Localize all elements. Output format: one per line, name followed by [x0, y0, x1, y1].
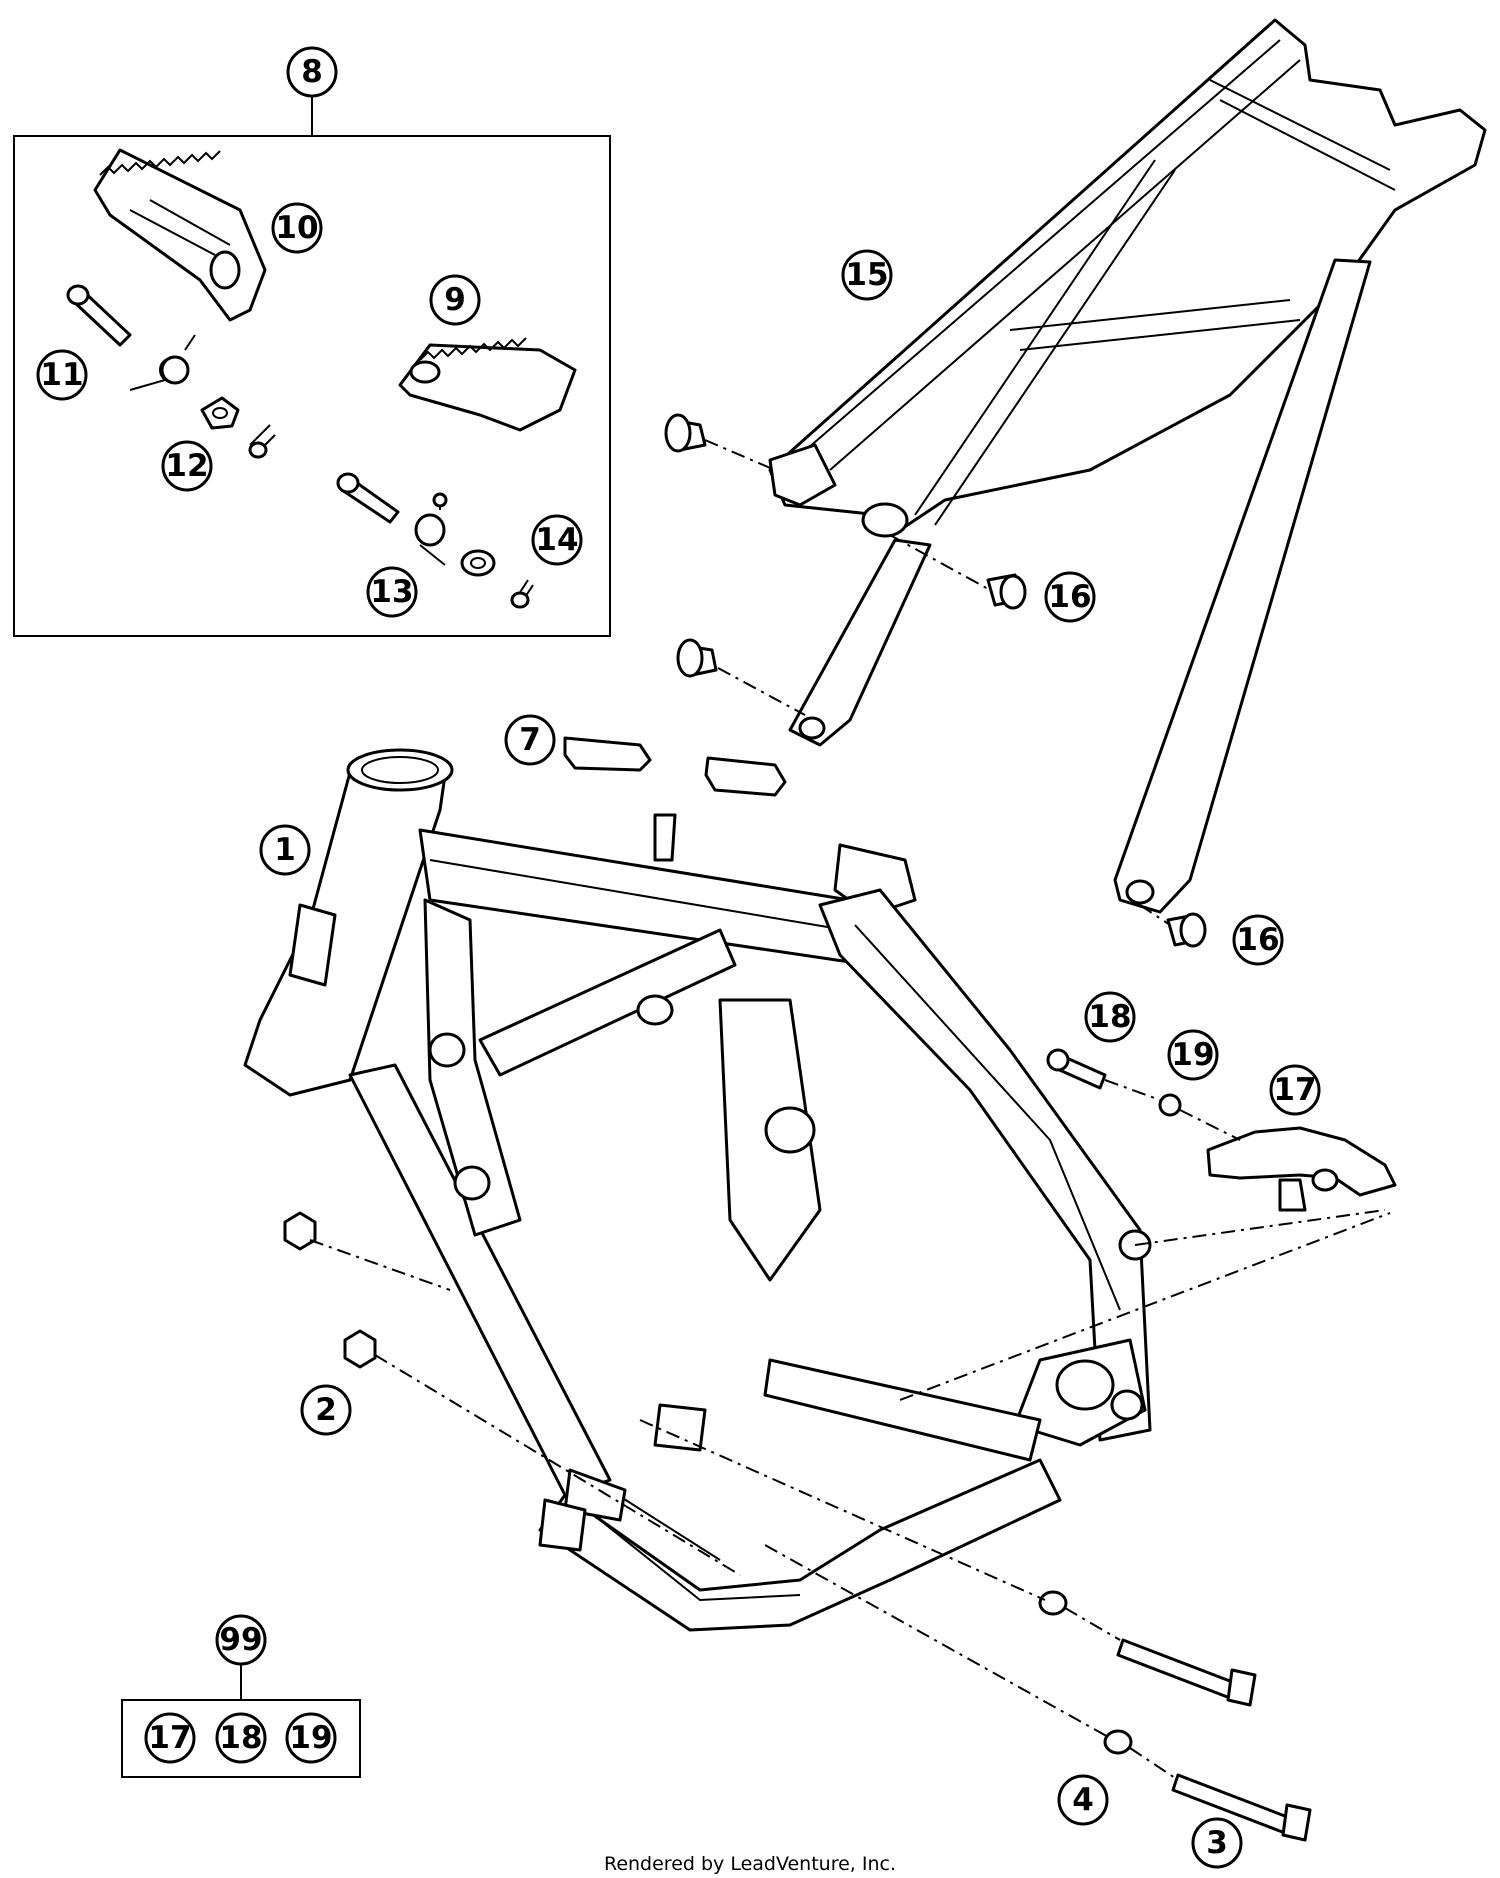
kit-callout-19: 19 — [285, 1712, 337, 1764]
callout-10-label: 10 — [275, 210, 318, 246]
engine-bolt-upper — [1118, 1640, 1255, 1705]
callout-7: 7 — [504, 714, 556, 766]
callout-14-label: 14 — [535, 522, 578, 558]
kit-callout-17-label: 17 — [148, 1720, 191, 1756]
callout-8: 8 — [286, 46, 338, 98]
main-frame — [245, 750, 1150, 1630]
kit-callout-17: 17 — [144, 1712, 196, 1764]
footpeg-kit-box — [14, 96, 610, 636]
frame-protector-left — [565, 738, 650, 770]
subframe-bolt-bottom — [1168, 914, 1205, 946]
nut-middle — [345, 1331, 375, 1367]
washer-14 — [462, 551, 494, 575]
callout-8-label: 8 — [301, 54, 323, 90]
washer-12 — [202, 398, 238, 428]
engine-bolt-lower — [1173, 1775, 1310, 1840]
nut-upper — [285, 1213, 315, 1249]
chain-guide-washer — [1160, 1095, 1180, 1115]
callout-4: 4 — [1057, 1774, 1109, 1826]
callout-3-label: 3 — [1206, 1825, 1228, 1861]
footpeg-right — [400, 338, 575, 430]
chain-guide-bolt — [1048, 1050, 1105, 1088]
footpeg-pin-left — [68, 286, 130, 345]
callout-13-label: 13 — [370, 574, 413, 610]
subframe-bolt-lower — [678, 640, 716, 676]
callout-1-label: 1 — [274, 832, 296, 868]
callout-2: 2 — [300, 1384, 352, 1436]
washer-4-upper — [1040, 1592, 1066, 1614]
callout-11-label: 11 — [40, 357, 83, 393]
footpeg-left — [95, 150, 265, 320]
callout-3: 3 — [1191, 1817, 1243, 1869]
rendered-by-credit: Rendered by LeadVenture, Inc. — [604, 1853, 896, 1875]
callout-12-label: 12 — [165, 448, 208, 484]
callout-16-lower-label: 16 — [1236, 922, 1279, 958]
callout-17-label: 17 — [1273, 1072, 1316, 1108]
callout-16-upper: 16 — [1044, 571, 1096, 623]
callout-12: 12 — [161, 440, 213, 492]
callout-18-label: 18 — [1088, 999, 1131, 1035]
split-pin-12 — [250, 425, 275, 457]
frame-protector-right — [706, 758, 785, 795]
footpeg-spring-left — [130, 335, 195, 390]
callout-4-label: 4 — [1072, 1782, 1094, 1818]
repair-kit-box — [122, 1665, 360, 1777]
callout-2-label: 2 — [315, 1392, 337, 1428]
callout-7-label: 7 — [519, 722, 541, 758]
callout-11: 11 — [36, 349, 88, 401]
kit-callout-18: 18 — [215, 1712, 267, 1764]
callout-16-lower: 16 — [1232, 914, 1284, 966]
callout-99: 99 — [215, 1614, 267, 1666]
callout-15: 15 — [841, 249, 893, 301]
split-pin-14 — [512, 580, 533, 607]
callout-9-label: 9 — [444, 282, 466, 318]
callout-16-upper-label: 16 — [1048, 579, 1091, 615]
subframe-bolt-upper — [666, 415, 705, 451]
kit-callout-19-label: 19 — [289, 1720, 332, 1756]
callout-9: 9 — [429, 274, 481, 326]
rear-subframe — [770, 20, 1485, 912]
washer-4-lower — [1105, 1731, 1131, 1753]
callout-19: 19 — [1167, 1029, 1219, 1081]
footpeg-spring-right — [416, 494, 446, 565]
chain-guide — [1208, 1128, 1395, 1210]
subframe-bolt-middle — [988, 575, 1025, 608]
callout-14: 14 — [531, 514, 583, 566]
callout-13: 13 — [366, 566, 418, 618]
assembly-lines — [310, 440, 1390, 1778]
kit-callout-18-label: 18 — [219, 1720, 262, 1756]
callout-10: 10 — [271, 202, 323, 254]
callout-99-label: 99 — [219, 1622, 262, 1658]
callout-19-label: 19 — [1171, 1037, 1214, 1073]
callout-15-label: 15 — [845, 257, 888, 293]
callout-1: 1 — [259, 824, 311, 876]
callout-18: 18 — [1084, 991, 1136, 1043]
footpeg-pin-right — [338, 474, 398, 522]
callout-17: 17 — [1269, 1064, 1321, 1116]
